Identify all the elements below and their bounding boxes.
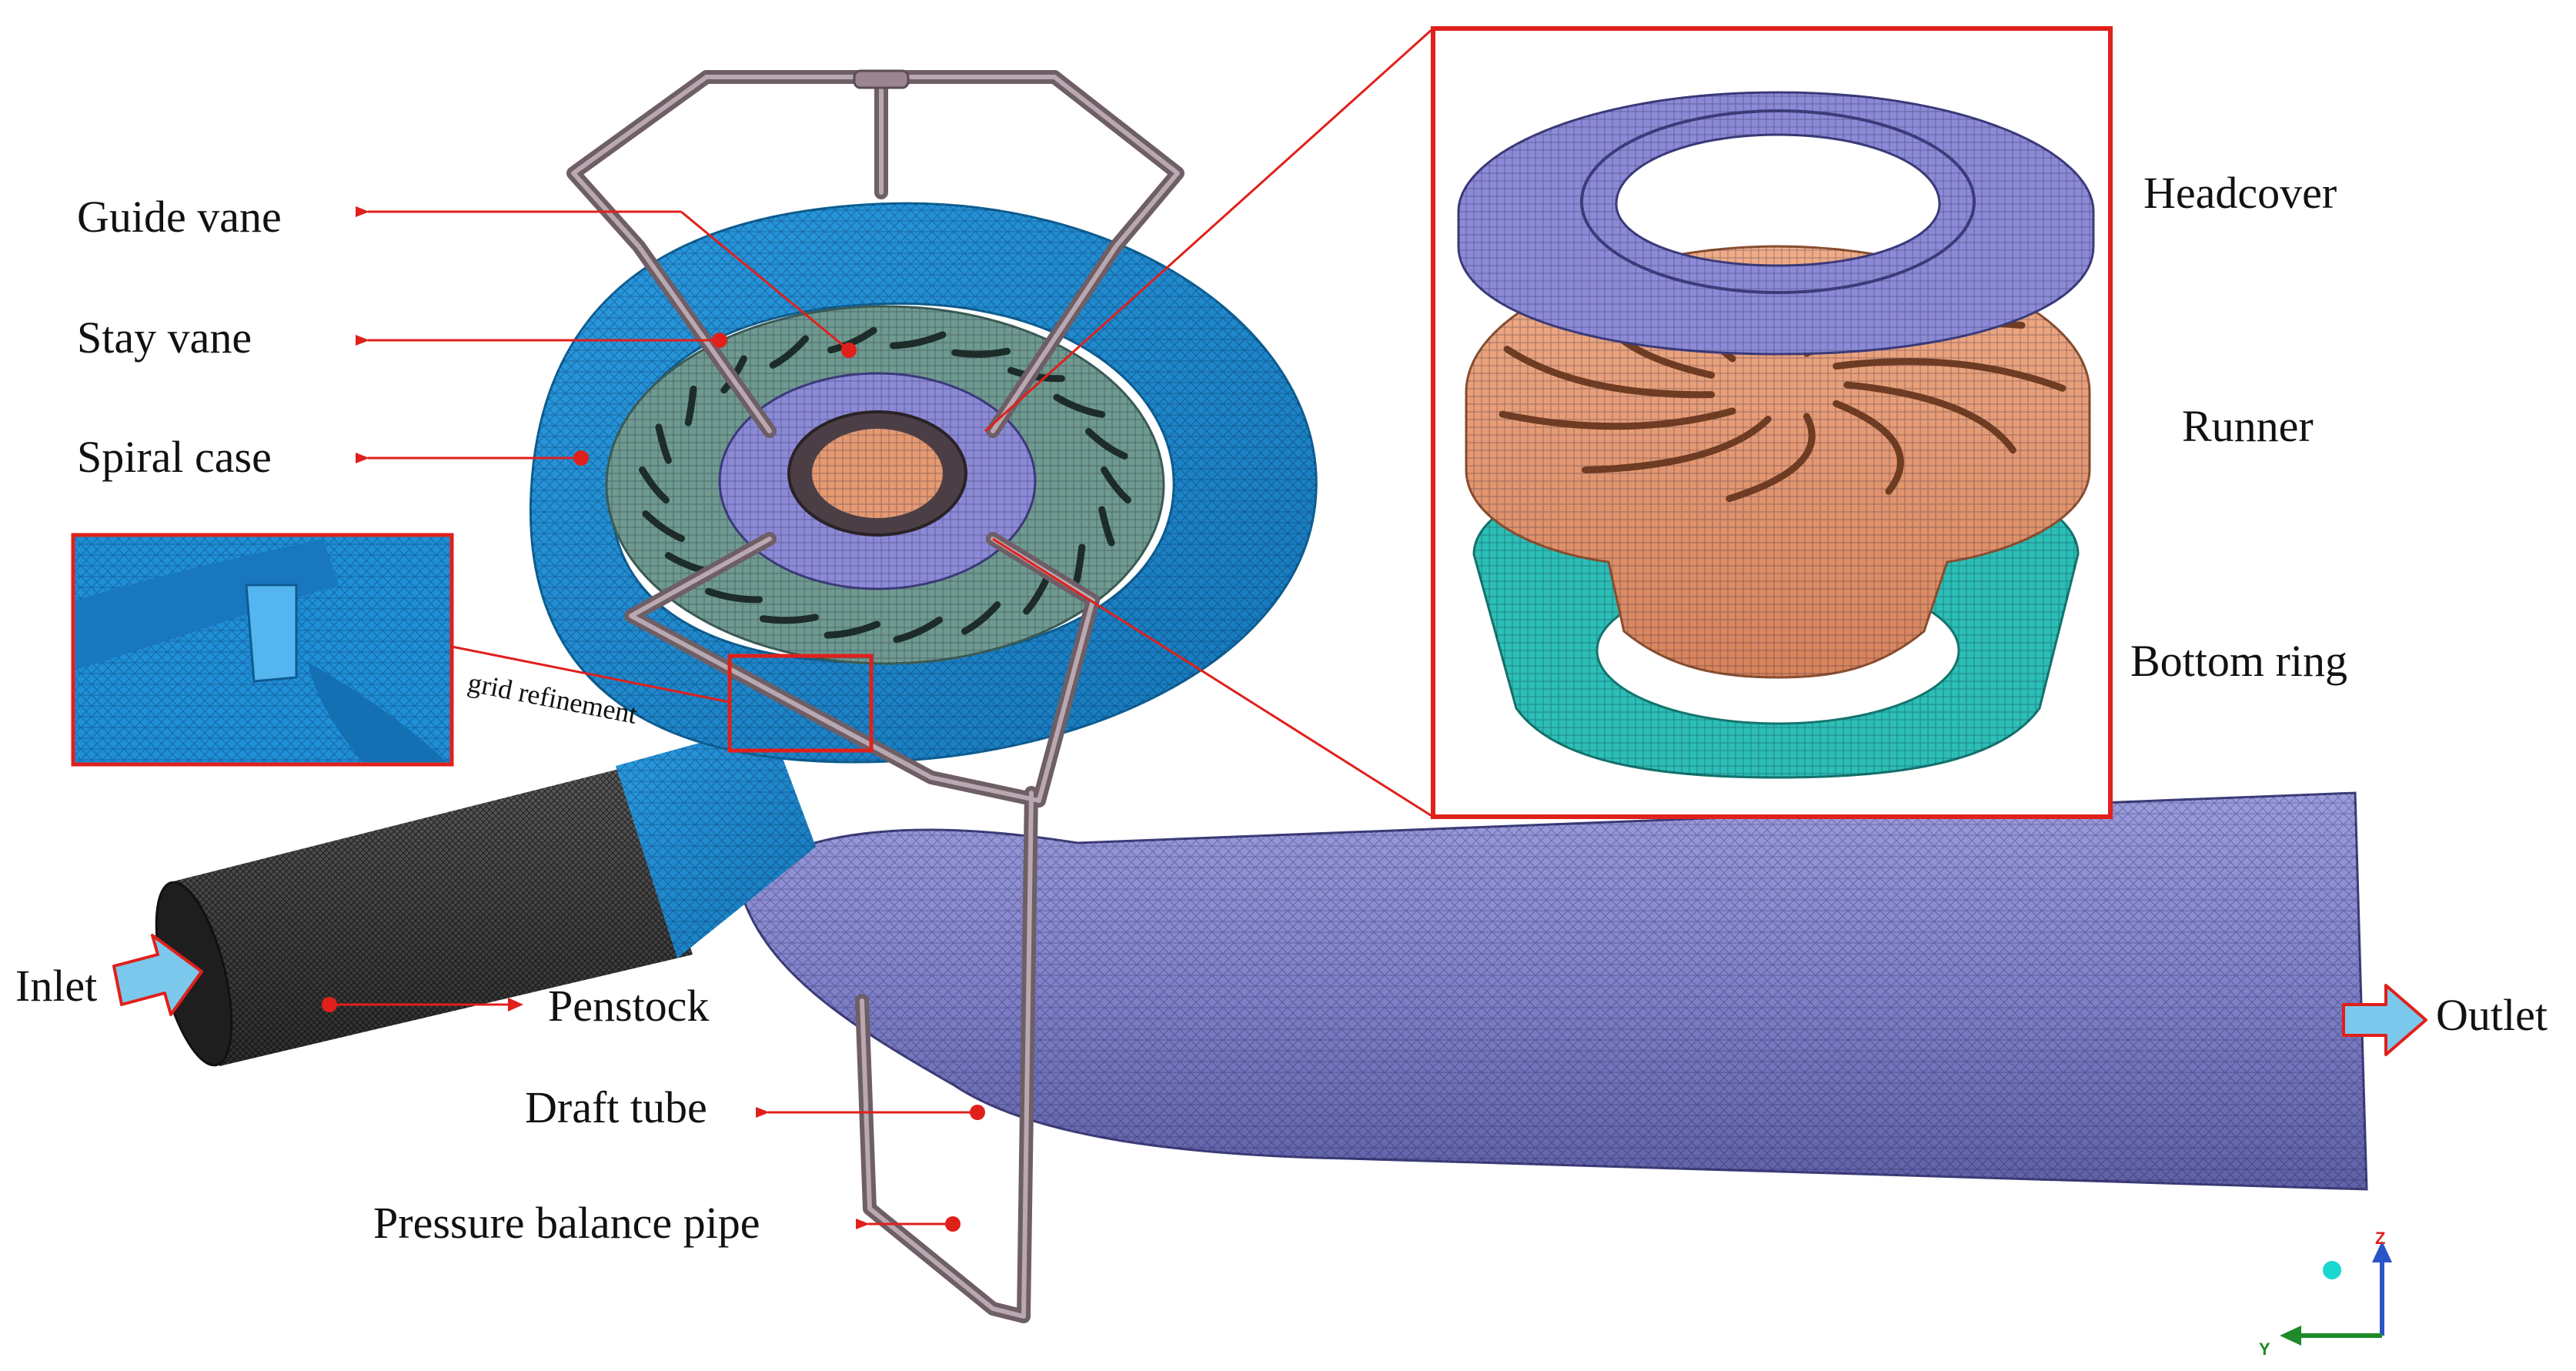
pressure-balance-pipe-dot <box>945 1216 961 1232</box>
guide-vane-label: Guide vane <box>77 192 282 242</box>
draft-tube-dot <box>970 1105 985 1120</box>
vane-slot <box>639 466 670 504</box>
outlet-flow-arrow <box>2342 984 2427 1056</box>
vane-slot <box>1085 427 1128 460</box>
vane-slot <box>824 620 880 639</box>
outlet-label: Outlet <box>2436 990 2548 1040</box>
vane-slot <box>705 587 763 604</box>
headcover-part <box>1457 91 2095 356</box>
pressure-balance-pipe-label: Pressure balance pipe <box>373 1198 760 1248</box>
spiral-case-dot <box>573 450 589 466</box>
vane-slot <box>1101 466 1131 504</box>
penstock-leader-arrowhead <box>508 998 523 1012</box>
vane-slot <box>827 326 877 354</box>
runner-blade <box>1843 381 2016 454</box>
exploded-connector-bottom <box>992 537 1434 818</box>
y-axis-label: Y <box>2259 1339 2270 1359</box>
guide-vane-dot <box>841 343 857 358</box>
vane-slot <box>769 335 810 369</box>
vane-slot <box>1023 576 1050 615</box>
coordinate-axes <box>2280 1241 2392 1346</box>
vane-slot <box>759 614 819 624</box>
grid-refinement-inset <box>71 533 454 767</box>
grid-refinement-connector <box>451 645 730 704</box>
vane-slot <box>655 423 672 464</box>
headcover-assembly <box>718 372 1037 590</box>
runner-blade <box>1833 358 2066 392</box>
vane-slot <box>893 616 943 644</box>
exploded-connector-top <box>984 27 1435 433</box>
vane-slot <box>642 510 685 543</box>
runner-label: Runner <box>2182 401 2314 451</box>
z-axis-label: Z <box>2375 1229 2386 1248</box>
runner-blade <box>1833 400 1904 495</box>
inlet-flow-arrow <box>112 934 203 1016</box>
pipe-junction <box>853 69 910 89</box>
headcover-label: Headcover <box>2143 168 2337 218</box>
vane-slot <box>890 331 947 349</box>
stay-vane-label: Stay vane <box>77 313 252 363</box>
exploded-view-inset <box>1431 26 2113 819</box>
guide-vane-leader <box>680 210 850 352</box>
runner-blade <box>1503 346 1716 399</box>
vane-slot <box>1073 543 1086 585</box>
inlet-label: Inlet <box>15 961 98 1011</box>
penstock-label: Penstock <box>548 981 710 1031</box>
runner-blade <box>1726 413 1816 503</box>
vane-slot <box>684 385 697 426</box>
vane-slot <box>951 347 1011 358</box>
vane-slot <box>1098 506 1115 547</box>
spiral-case-label: Spiral case <box>77 432 272 482</box>
penstock-dot <box>322 997 337 1012</box>
runner-part <box>1465 245 2091 679</box>
axis-origin-sphere <box>2323 1261 2341 1279</box>
stay-vane-dot <box>712 333 727 348</box>
grid-refinement-box <box>727 654 874 753</box>
vane-slot <box>1053 393 1106 418</box>
vane-slot <box>961 601 1001 635</box>
draft-tube-label: Draft tube <box>525 1082 707 1132</box>
draft-tube <box>737 791 2368 1191</box>
runner-blade <box>1582 416 1772 473</box>
runner-blade <box>1498 407 1736 430</box>
bottom-ring-label: Bottom ring <box>2130 636 2347 686</box>
